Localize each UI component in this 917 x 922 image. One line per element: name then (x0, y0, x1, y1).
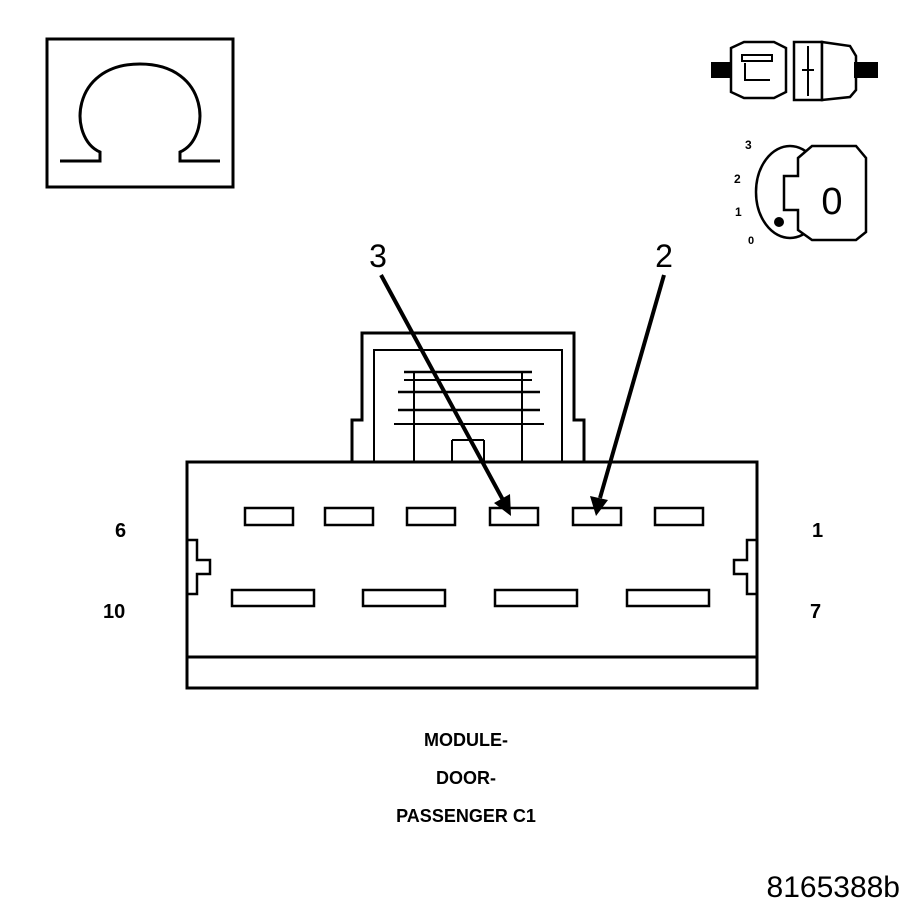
ohmmeter-icon (45, 37, 235, 189)
key-position-3: 3 (745, 138, 752, 152)
pin-label-6: 6 (115, 520, 126, 542)
cavity-row-top (243, 506, 705, 527)
pin-label-1: 1 (812, 520, 823, 542)
connector-name-line2: DOOR- (436, 768, 496, 788)
ignition-key-icon: 3 2 1 0 0 (734, 138, 868, 247)
figure-id: 8165388b (767, 871, 900, 904)
callout-arrow-2 (590, 274, 666, 516)
connector-unplugged-icon (711, 40, 878, 102)
cavity-4 (405, 506, 457, 527)
cavity-row-bottom (230, 588, 711, 608)
callout-arrow-3 (379, 274, 511, 516)
callout-label-3: 3 (369, 238, 387, 274)
key-position-1: 1 (735, 205, 742, 219)
callout-label-2: 2 (655, 238, 673, 274)
cavity-9 (361, 588, 447, 608)
connector-name-line3: PASSENGER C1 (396, 806, 536, 826)
connector-name-line1: MODULE- (424, 730, 508, 750)
key-label: 0 (821, 181, 842, 223)
cavity-1 (653, 506, 705, 527)
cavity-10 (230, 588, 316, 608)
pin-label-10: 10 (103, 601, 125, 623)
connector-body (185, 460, 759, 690)
cavity-5 (323, 506, 375, 527)
key-position-0: 0 (748, 235, 754, 247)
key-position-2: 2 (734, 172, 741, 186)
cavity-6 (243, 506, 295, 527)
connector-latch (350, 331, 586, 462)
cavity-8 (493, 588, 579, 608)
cavity-7 (625, 588, 711, 608)
cavity-3 (488, 506, 540, 527)
pin-label-7: 7 (810, 601, 821, 623)
